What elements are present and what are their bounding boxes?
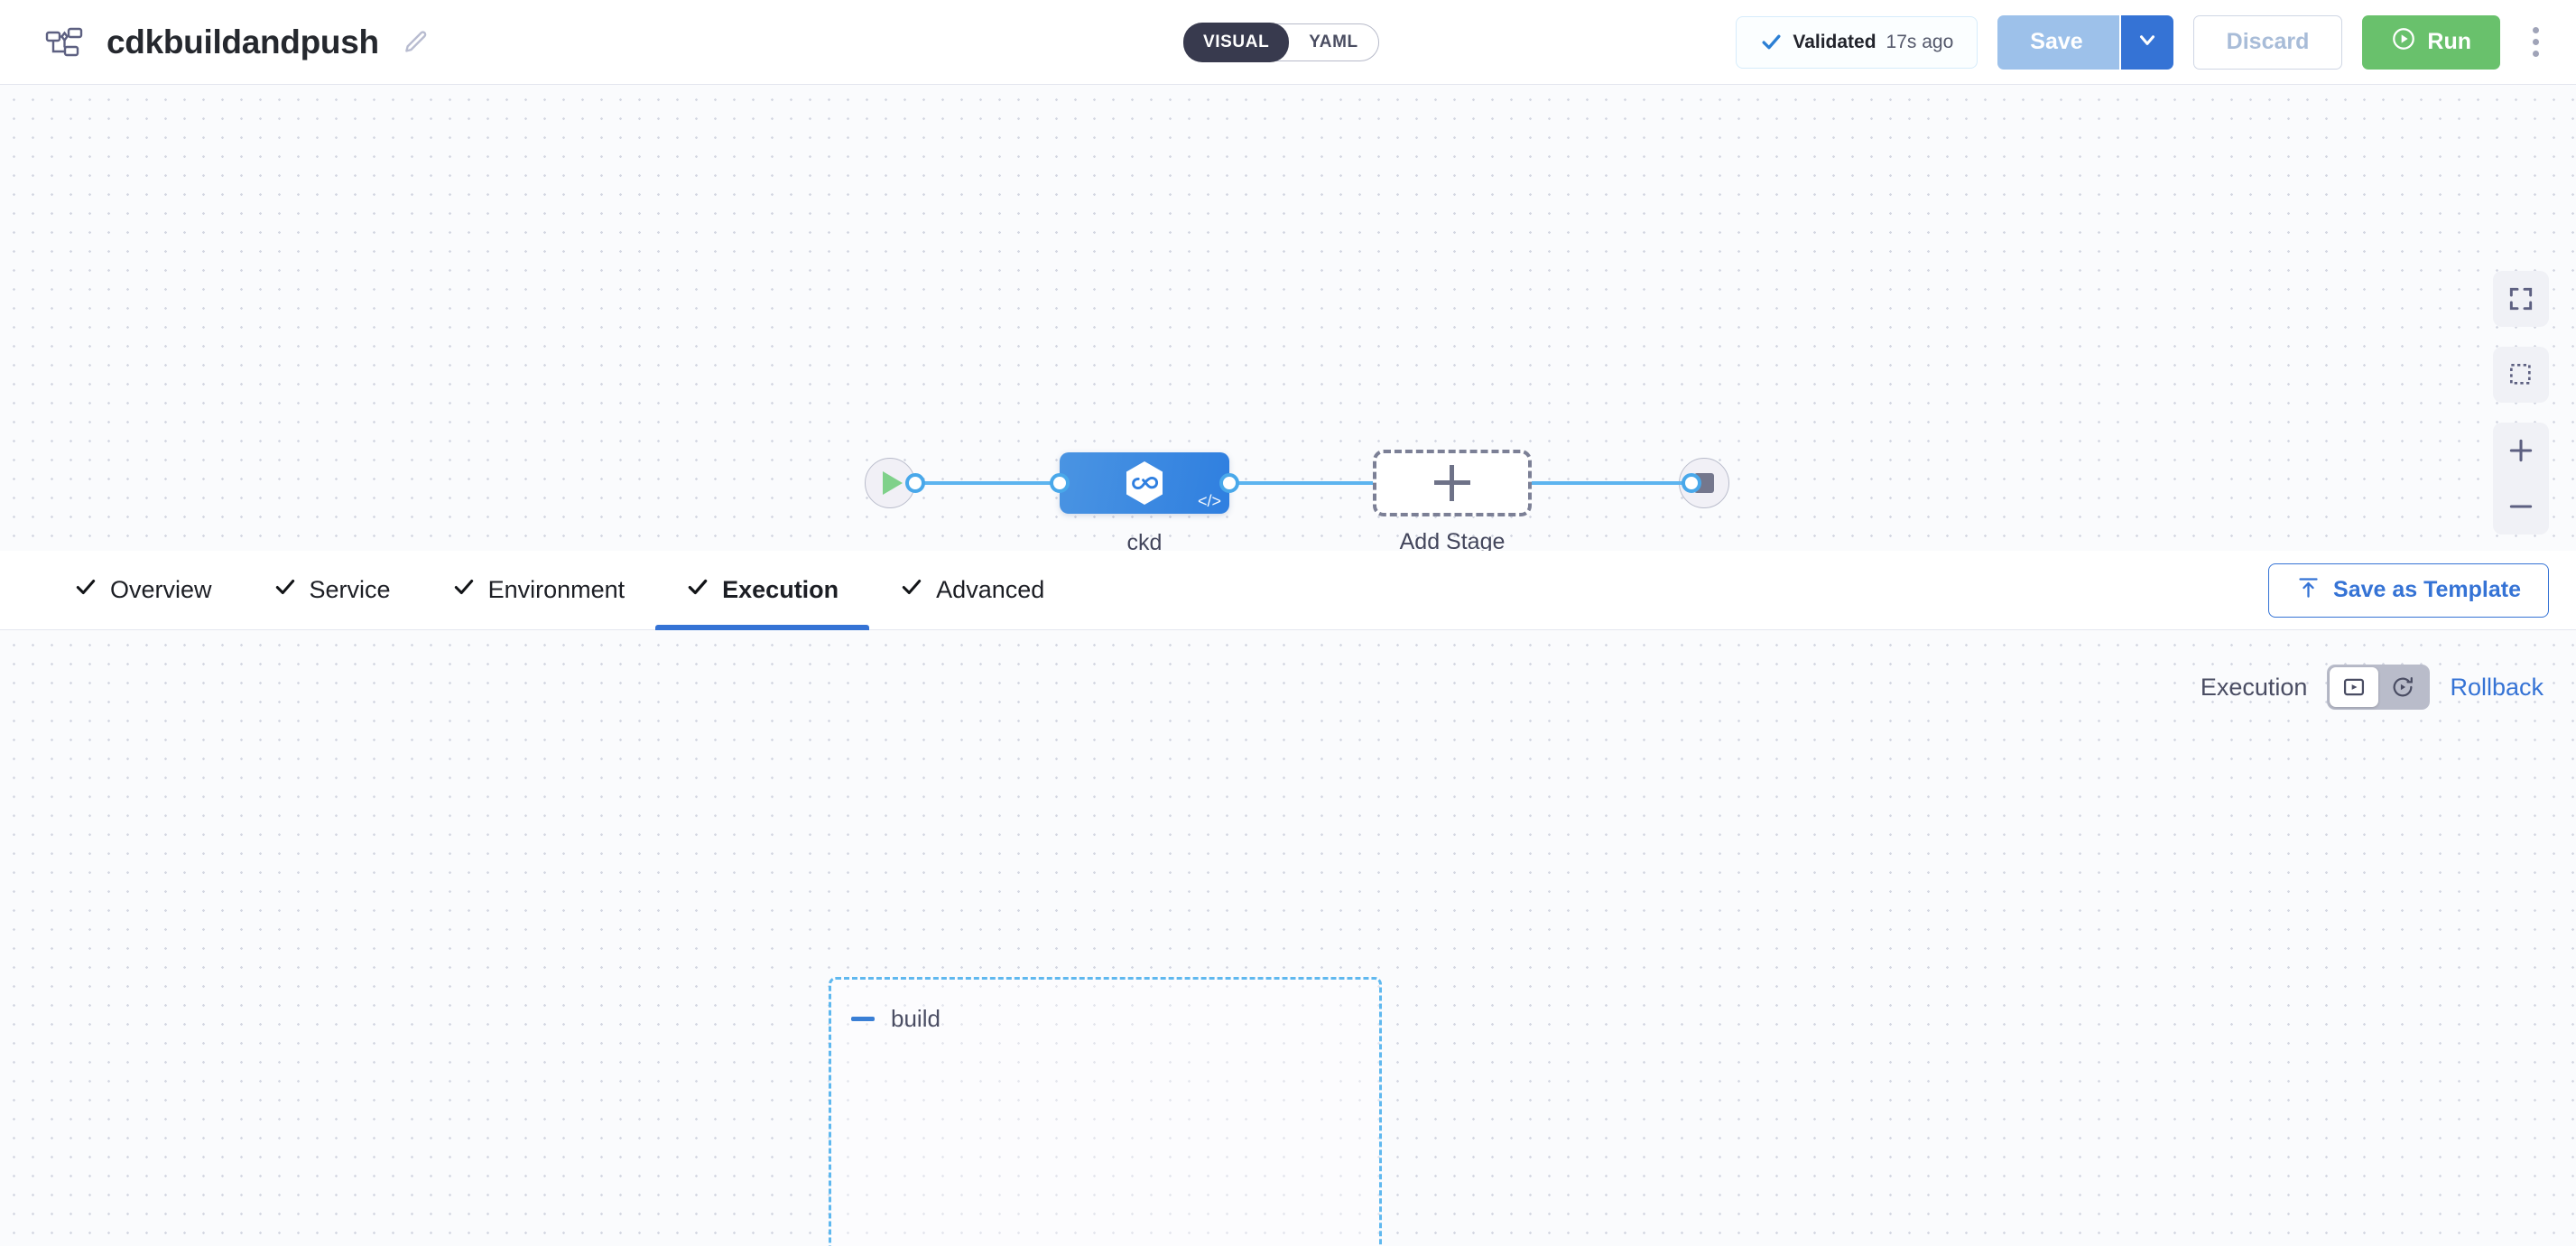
play-circle-icon [2391,26,2416,58]
rollback-link[interactable]: Rollback [2450,673,2544,701]
save-as-template-label: Save as Template [2333,577,2521,602]
validated-timestamp: 17s ago [1886,31,1954,52]
end-node-connector[interactable] [1682,473,1701,493]
group-header-build[interactable]: build [851,1005,941,1033]
tab-advanced[interactable]: Advanced [869,551,1075,630]
check-icon [900,575,923,605]
zoom-in-icon[interactable] [2493,423,2549,479]
play-icon [883,471,903,495]
save-as-template-button[interactable]: Save as Template [2268,563,2549,618]
execution-mode-row: Execution Rollback [2201,665,2544,710]
ckd-code-badge: </> [1197,492,1221,510]
execution-canvas[interactable]: Execution Rollback build [0,630,2576,1246]
add-stage-label: Add Stage [1399,529,1506,551]
check-icon [452,575,476,605]
execution-mode-label: Execution [2200,673,2308,701]
page-title: cdkbuildandpush [107,23,379,60]
stage-start-node[interactable] [865,458,925,508]
tab-execution[interactable]: Execution [655,551,870,630]
rollback-icon[interactable] [2378,667,2427,707]
discard-button[interactable]: Discard [2192,14,2343,70]
tab-label: Overview [110,576,212,603]
run-label: Run [2427,29,2471,54]
execution-rollback-toggle[interactable] [2327,665,2431,710]
validated-label: Validated [1793,31,1876,52]
check-icon [1760,31,1783,53]
title-group: cdkbuildandpush [45,23,430,61]
stage-canvas[interactable]: </> ckd Add Stage [0,85,2576,551]
check-icon [74,575,97,605]
tab-overview[interactable]: Overview [43,551,243,630]
top-bar: cdkbuildandpush VISUAL YAML Validated 17… [0,0,2576,85]
tab-environment[interactable]: Environment [422,551,656,630]
save-dropdown-button[interactable] [2120,14,2173,70]
ckd-output-connector[interactable] [1219,473,1239,493]
tab-label: Service [309,576,391,603]
top-actions: Validated 17s ago Save Discard Run [1736,14,2551,70]
tab-label: Environment [487,576,625,603]
status-badge-validated: Validated 17s ago [1736,15,1978,69]
stage-end-node[interactable] [1679,458,1729,508]
minus-collapse-icon[interactable] [851,1017,875,1021]
check-icon [273,575,297,605]
add-stage-box[interactable] [1373,450,1532,516]
selection-box-icon[interactable] [2493,347,2549,403]
chevron-down-icon [2136,28,2159,56]
tab-label: Advanced [936,576,1045,603]
run-button[interactable]: Run [2362,14,2500,70]
save-template-icon [2296,575,2321,606]
group-title: build [891,1005,941,1032]
tab-label: Execution [722,576,839,603]
pipeline-flow-icon [45,27,83,58]
connector-ckd-to-addstage [1229,481,1373,485]
connector-addstage-to-end [1532,481,1691,485]
tab-service[interactable]: Service [243,551,422,630]
edit-pencil-icon[interactable] [403,29,430,56]
view-mode-toggle[interactable]: VISUAL YAML [1183,23,1379,62]
ckd-input-connector[interactable] [1050,473,1070,493]
plus-icon [1434,465,1470,501]
ckd-stage-label: ckd [1126,530,1163,551]
step-group-build[interactable]: build [829,977,1382,1246]
tab-bar: Overview Service Environment Execution A… [0,551,2576,630]
stage-node-ckd[interactable]: </> ckd [1050,452,1239,551]
start-node-connector[interactable] [905,473,925,493]
kebab-menu-icon[interactable] [2520,15,2551,70]
zoom-controls[interactable] [2493,423,2549,535]
view-toggle-visual[interactable]: VISUAL [1183,23,1290,62]
connector-start-to-ckd [915,481,1064,485]
execution-icon[interactable] [2330,667,2379,707]
check-icon [686,575,709,605]
view-toggle-yaml[interactable]: YAML [1309,33,1358,51]
zoom-out-icon[interactable] [2493,479,2549,535]
fit-screen-icon[interactable] [2493,271,2549,327]
save-split-button[interactable]: Save [1997,14,2173,70]
add-stage-node[interactable]: Add Stage [1373,450,1532,551]
hexagon-infinity-icon [1120,459,1169,507]
canvas-controls[interactable] [2493,271,2549,535]
save-button[interactable]: Save [1997,14,2121,70]
ckd-stage-box[interactable]: </> [1060,452,1229,514]
